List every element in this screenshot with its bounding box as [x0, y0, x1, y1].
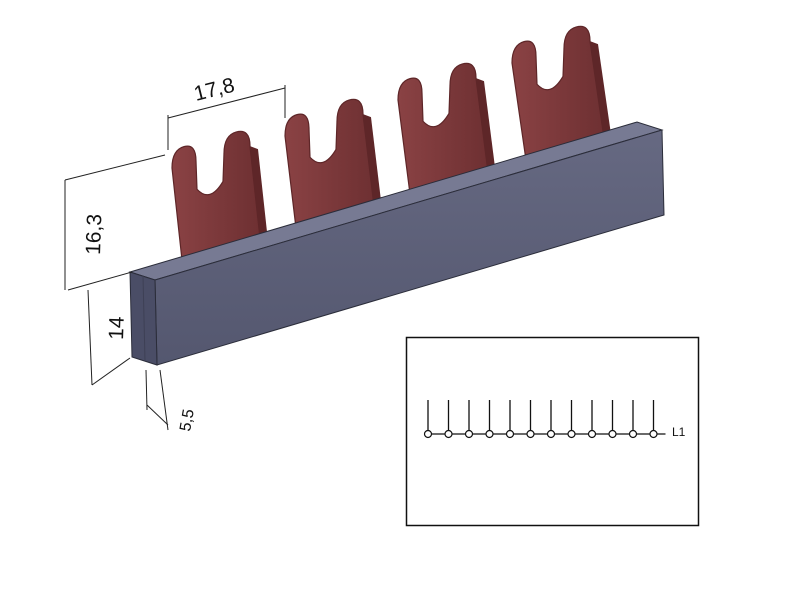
busbar-fork — [511, 25, 605, 161]
dimension-thickness — [145, 369, 169, 431]
schematic-terminal-node — [423, 429, 433, 439]
schematic-terminal-node — [485, 429, 494, 439]
busbar-fork — [284, 98, 375, 229]
schematic-terminal-node — [464, 429, 474, 439]
dimension-pitch-label: 17,8 — [192, 74, 237, 106]
busbar-body — [128, 121, 665, 366]
busbar-forks — [171, 25, 612, 261]
schematic-terminals — [423, 400, 666, 439]
busbar-fork-edge — [476, 78, 496, 176]
dimension-body-height — [87, 289, 131, 386]
dimension-body-height-label: 14 — [105, 316, 129, 340]
schematic-terminal-node — [628, 429, 638, 439]
schematic-terminal-node — [526, 429, 535, 439]
schematic-line-label: L1 — [672, 425, 686, 439]
busbar-fork-edge — [590, 41, 612, 142]
schematic-terminal-node — [587, 429, 597, 439]
busbar-body-groove — [142, 275, 146, 362]
schematic-terminal-node — [608, 429, 617, 439]
busbar-fork-edge — [250, 146, 268, 242]
dimension-pitch — [167, 85, 286, 150]
schematic-terminal-node — [444, 429, 453, 439]
schematic-terminal-node — [505, 429, 515, 439]
dimension-fork-height-label: 16,3 — [82, 214, 106, 256]
busbar-fork — [397, 62, 489, 195]
schematic-terminal-node — [567, 429, 576, 439]
schematic-terminal-node — [649, 429, 658, 439]
busbar-fork-edge — [363, 114, 382, 210]
dimension-thickness-label: 5,5 — [177, 408, 198, 433]
schematic-symbol: L1 — [405, 336, 700, 527]
schematic-terminal-node — [546, 429, 556, 439]
busbar-fork — [171, 130, 261, 261]
dimension-fork-height — [64, 154, 166, 291]
